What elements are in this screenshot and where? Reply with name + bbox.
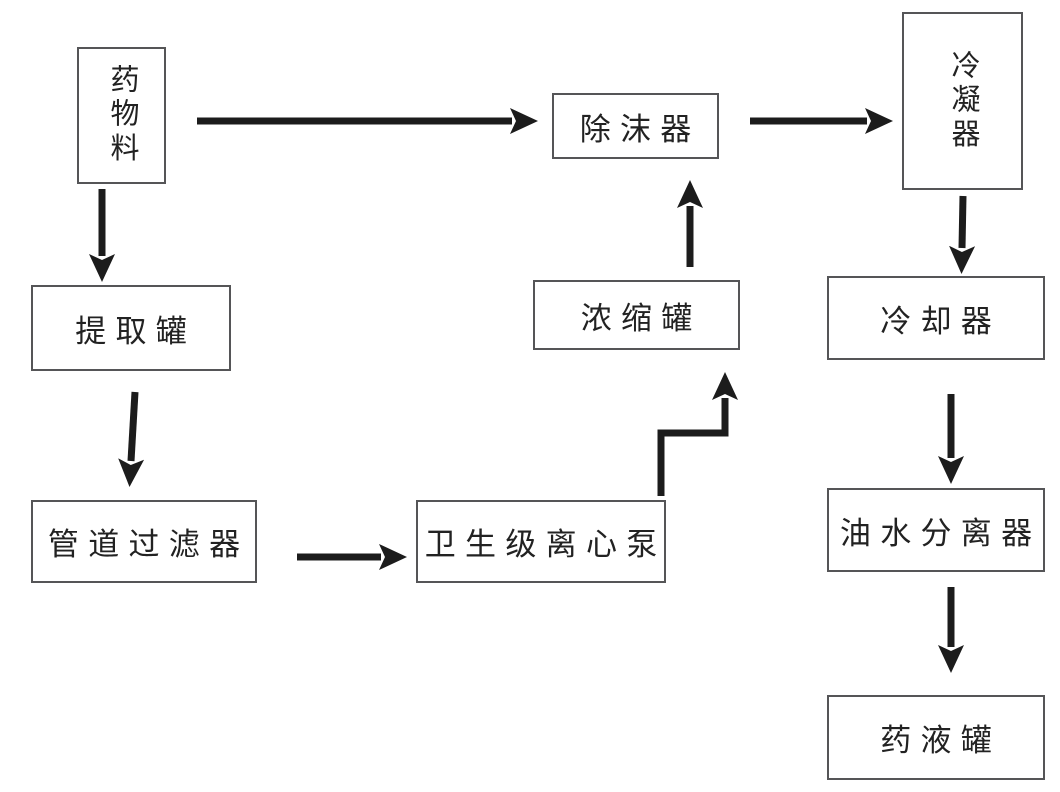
node-cooler: 冷却器 (827, 276, 1045, 360)
node-sanitary-centrifugal-pump: 卫生级离心泵 (416, 500, 666, 583)
node-demister: 除沫器 (552, 93, 719, 159)
edge-pump-to-concentration-tank-arrow (657, 372, 738, 496)
node-condenser: 冷凝器 (902, 12, 1023, 190)
edge-extraction-tank-to-pipeline-filter-arrow (118, 391, 145, 487)
node-extraction-tank: 提取罐 (31, 285, 231, 371)
node-liquid-medicine-tank: 药液罐 (827, 695, 1045, 780)
node-drug-material: 药物料 (77, 47, 166, 184)
node-pipeline-filter: 管道过滤器 (31, 500, 257, 583)
node-concentration-tank: 浓缩罐 (533, 280, 740, 350)
edge-condenser-to-cooler-arrow (949, 195, 976, 274)
node-oil-water-separator: 油水分离器 (827, 488, 1045, 572)
